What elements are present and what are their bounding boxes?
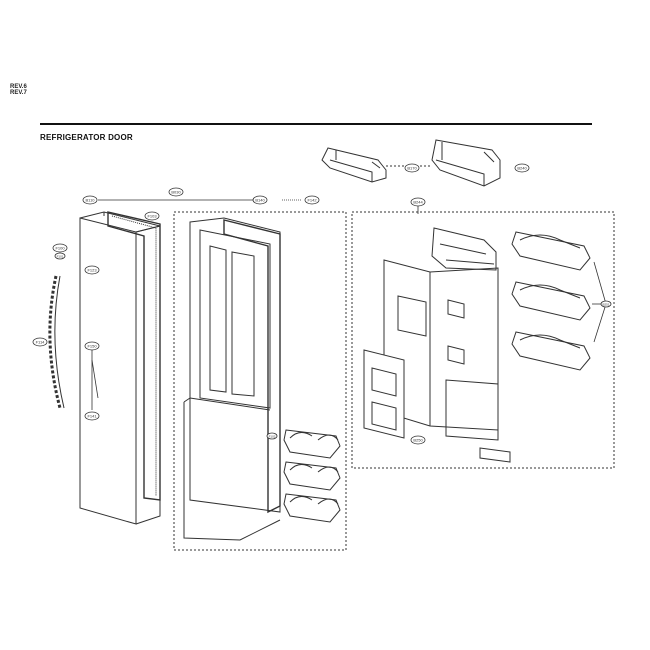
door-gasket-left (107, 211, 161, 501)
title-rule (40, 123, 592, 125)
svg-text:B030: B030 (171, 190, 181, 195)
svg-text:B250: B250 (413, 438, 423, 443)
svg-text:F150: F150 (87, 344, 97, 349)
callout-d: F103 (144, 211, 160, 221)
callout-q: B251 (600, 300, 612, 308)
svg-text:F123: F123 (87, 268, 97, 273)
callout-o: F102 (266, 432, 278, 440)
callout-m: B244 (410, 197, 426, 207)
svg-text:F142: F142 (307, 198, 317, 203)
svg-text:F103: F103 (147, 214, 157, 219)
callout-j: F142 (304, 195, 320, 205)
compartment-frame (351, 211, 615, 469)
svg-text:F114: F114 (36, 340, 46, 345)
dairy-bin-left (321, 147, 387, 183)
svg-text:F102: F102 (269, 434, 276, 438)
callout-l: B240 (514, 163, 530, 173)
door-gasket-inner (223, 219, 281, 514)
svg-text:B140: B140 (255, 198, 265, 203)
callout-k: B170 (404, 163, 420, 173)
callout-g: F114 (32, 337, 48, 347)
compartment-base (445, 379, 511, 463)
dairy-bin-right (431, 139, 501, 187)
callout-a: B110 (82, 195, 98, 205)
ice-bucket (431, 227, 497, 271)
diagram-title: REFRIGERATOR DOOR (40, 133, 133, 142)
callout-n: F101 (54, 252, 66, 260)
svg-text:B240: B240 (517, 166, 527, 171)
revision-line-1: REV.6 (10, 84, 27, 90)
door-bins-right (511, 231, 591, 371)
callout-p: B250 (410, 435, 426, 445)
callout-b: B030 (168, 187, 184, 197)
svg-text:F101: F101 (57, 254, 64, 258)
callout-h: F150 (84, 341, 100, 351)
leader-lines (91, 199, 607, 410)
svg-text:B244: B244 (413, 200, 423, 205)
svg-text:B110: B110 (85, 198, 95, 203)
door-inner-liner (183, 217, 281, 541)
callout-c: B140 (252, 195, 268, 205)
callout-f: F123 (84, 265, 100, 275)
door-assembly-frame (173, 211, 347, 551)
door-handle (48, 275, 65, 409)
revision-line-2: REV.7 (10, 90, 27, 96)
svg-text:F141: F141 (87, 414, 97, 419)
ice-maker-cover (363, 349, 405, 439)
door-bins-lower (283, 429, 341, 523)
callout-e: F100 (52, 243, 68, 253)
svg-text:F100: F100 (55, 246, 65, 251)
svg-text:B170: B170 (407, 166, 417, 171)
callout-i: F141 (84, 411, 100, 421)
svg-text:B251: B251 (602, 302, 609, 306)
